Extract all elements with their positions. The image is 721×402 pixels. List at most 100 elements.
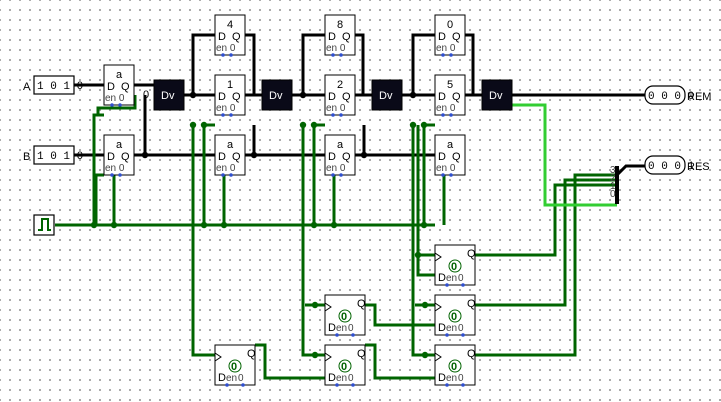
- divider-1[interactable]: Dv: [153, 79, 185, 111]
- input-b[interactable]: B 1 0 1 0: [23, 145, 83, 165]
- register-box[interactable]: [103, 64, 135, 106]
- register-box[interactable]: [103, 134, 135, 176]
- flipflop-state-indicator: [448, 309, 462, 323]
- register-value: a: [337, 139, 344, 151]
- register-c2-mid[interactable]: 2D Qen 0: [324, 74, 356, 117]
- register-pin: [441, 173, 445, 177]
- output-res-value: 0 0 0 1: [648, 161, 695, 173]
- flipflop-pin: [445, 333, 449, 337]
- register-pins: D Q: [438, 91, 461, 103]
- register-box[interactable]: [324, 134, 356, 176]
- divider-2-label: Dv: [269, 90, 283, 102]
- clock-edge-icon: [434, 252, 442, 262]
- register-c2-bot[interactable]: aD Qen 0: [324, 134, 356, 177]
- register-enable: en 0: [436, 103, 456, 114]
- register-pin: [118, 173, 122, 177]
- flipflop-en-value: 0: [348, 373, 354, 384]
- flipflop-en-label: en: [336, 323, 347, 334]
- register-c3-bot[interactable]: aD Qen 0: [434, 134, 466, 177]
- flipflop-state: 0: [451, 361, 457, 373]
- divider-4-label: Dv: [489, 90, 503, 102]
- register-a-in[interactable]: aD Qen 0: [103, 64, 135, 107]
- clock-source[interactable]: [33, 214, 55, 236]
- register-c1-top[interactable]: 4D Qen 0: [214, 14, 246, 57]
- flipflop-pin: [351, 383, 355, 387]
- register-b-in[interactable]: aD Qen 0: [103, 134, 135, 177]
- flipflop-state: 0: [231, 361, 237, 373]
- flipflop-pin: [241, 383, 245, 387]
- flipflop-pin: [335, 333, 339, 337]
- divider-2[interactable]: Dv: [261, 79, 293, 111]
- flipflop-d-label: D: [438, 372, 446, 384]
- register-pins: D Q: [328, 91, 351, 103]
- output-rem-box: [644, 85, 686, 105]
- register-pin: [110, 103, 114, 107]
- flipflop-state-indicator: [338, 309, 352, 323]
- input-a[interactable]: A 1 0 1 0: [23, 75, 83, 95]
- register-pin: [339, 113, 343, 117]
- register-pin: [229, 53, 233, 57]
- register-pin: [110, 173, 114, 177]
- register-enable: en 0: [326, 43, 346, 54]
- register-enable: en 0: [216, 103, 236, 114]
- divider-1-label: Dv: [161, 90, 175, 102]
- register-c2-top[interactable]: 8D Qen 0: [324, 14, 356, 57]
- register-pin: [449, 173, 453, 177]
- register-value: a: [227, 139, 234, 151]
- divider-3-box[interactable]: [371, 79, 403, 111]
- register-c1-mid[interactable]: 1D Qen 0: [214, 74, 246, 117]
- divider-2-box[interactable]: [261, 79, 293, 111]
- register-pin: [449, 53, 453, 57]
- flipflop-state-indicator: [338, 359, 352, 373]
- register-pins: D Q: [107, 151, 130, 163]
- flipflop-en-value: 0: [348, 323, 354, 334]
- flipflop-q-label: Q: [247, 348, 256, 360]
- splitter-bit-0: 0: [610, 189, 616, 200]
- register-value: 1: [227, 79, 233, 91]
- flipflop-q-label: Q: [467, 298, 476, 310]
- register-box[interactable]: [434, 134, 466, 176]
- wire-junctions: [90, 91, 429, 359]
- register-pin: [441, 53, 445, 57]
- clock-edge-icon: [214, 352, 222, 362]
- register-box[interactable]: [434, 74, 466, 116]
- flipflop-q-label: Q: [467, 348, 476, 360]
- register-pins: D Q: [438, 151, 461, 163]
- register-box[interactable]: [214, 14, 246, 56]
- input-a-value: 1 0 1 0: [37, 81, 83, 93]
- divider-1-box[interactable]: [153, 79, 185, 111]
- register-value: a: [116, 69, 123, 81]
- register-c1-bot[interactable]: aD Qen 0: [214, 134, 246, 177]
- divider-4[interactable]: Dv: [481, 79, 513, 111]
- register-enable: en 0: [436, 43, 456, 54]
- flipflop-q-label: Q: [357, 298, 366, 310]
- flipflop-box[interactable]: [324, 294, 366, 336]
- register-pins: D Q: [218, 91, 241, 103]
- register-pins: D Q: [438, 31, 461, 43]
- input-b-box[interactable]: [33, 145, 75, 165]
- register-pin: [339, 173, 343, 177]
- divider-4-box[interactable]: [481, 79, 513, 111]
- output-rem-value: 0 0 0 0: [648, 91, 694, 103]
- divider-3[interactable]: Dv: [371, 79, 403, 111]
- flipflop-d-label: D: [438, 322, 446, 334]
- register-box[interactable]: [434, 14, 466, 56]
- register-pins: D Q: [218, 151, 241, 163]
- register-enable: en 0: [326, 163, 346, 174]
- flipflop-pin: [445, 283, 449, 287]
- register-c3-top[interactable]: 0D Qen 0: [434, 14, 466, 57]
- flipflop-pin: [335, 383, 339, 387]
- flipflop-en-value: 0: [458, 323, 464, 334]
- splitter-bit-1: 1: [610, 181, 616, 192]
- register-c3-mid[interactable]: 5D Qen 0: [434, 74, 466, 117]
- input-a-box[interactable]: [33, 75, 75, 95]
- flipflop-en-label: en: [446, 323, 457, 334]
- flipflop-q-label: Q: [357, 348, 366, 360]
